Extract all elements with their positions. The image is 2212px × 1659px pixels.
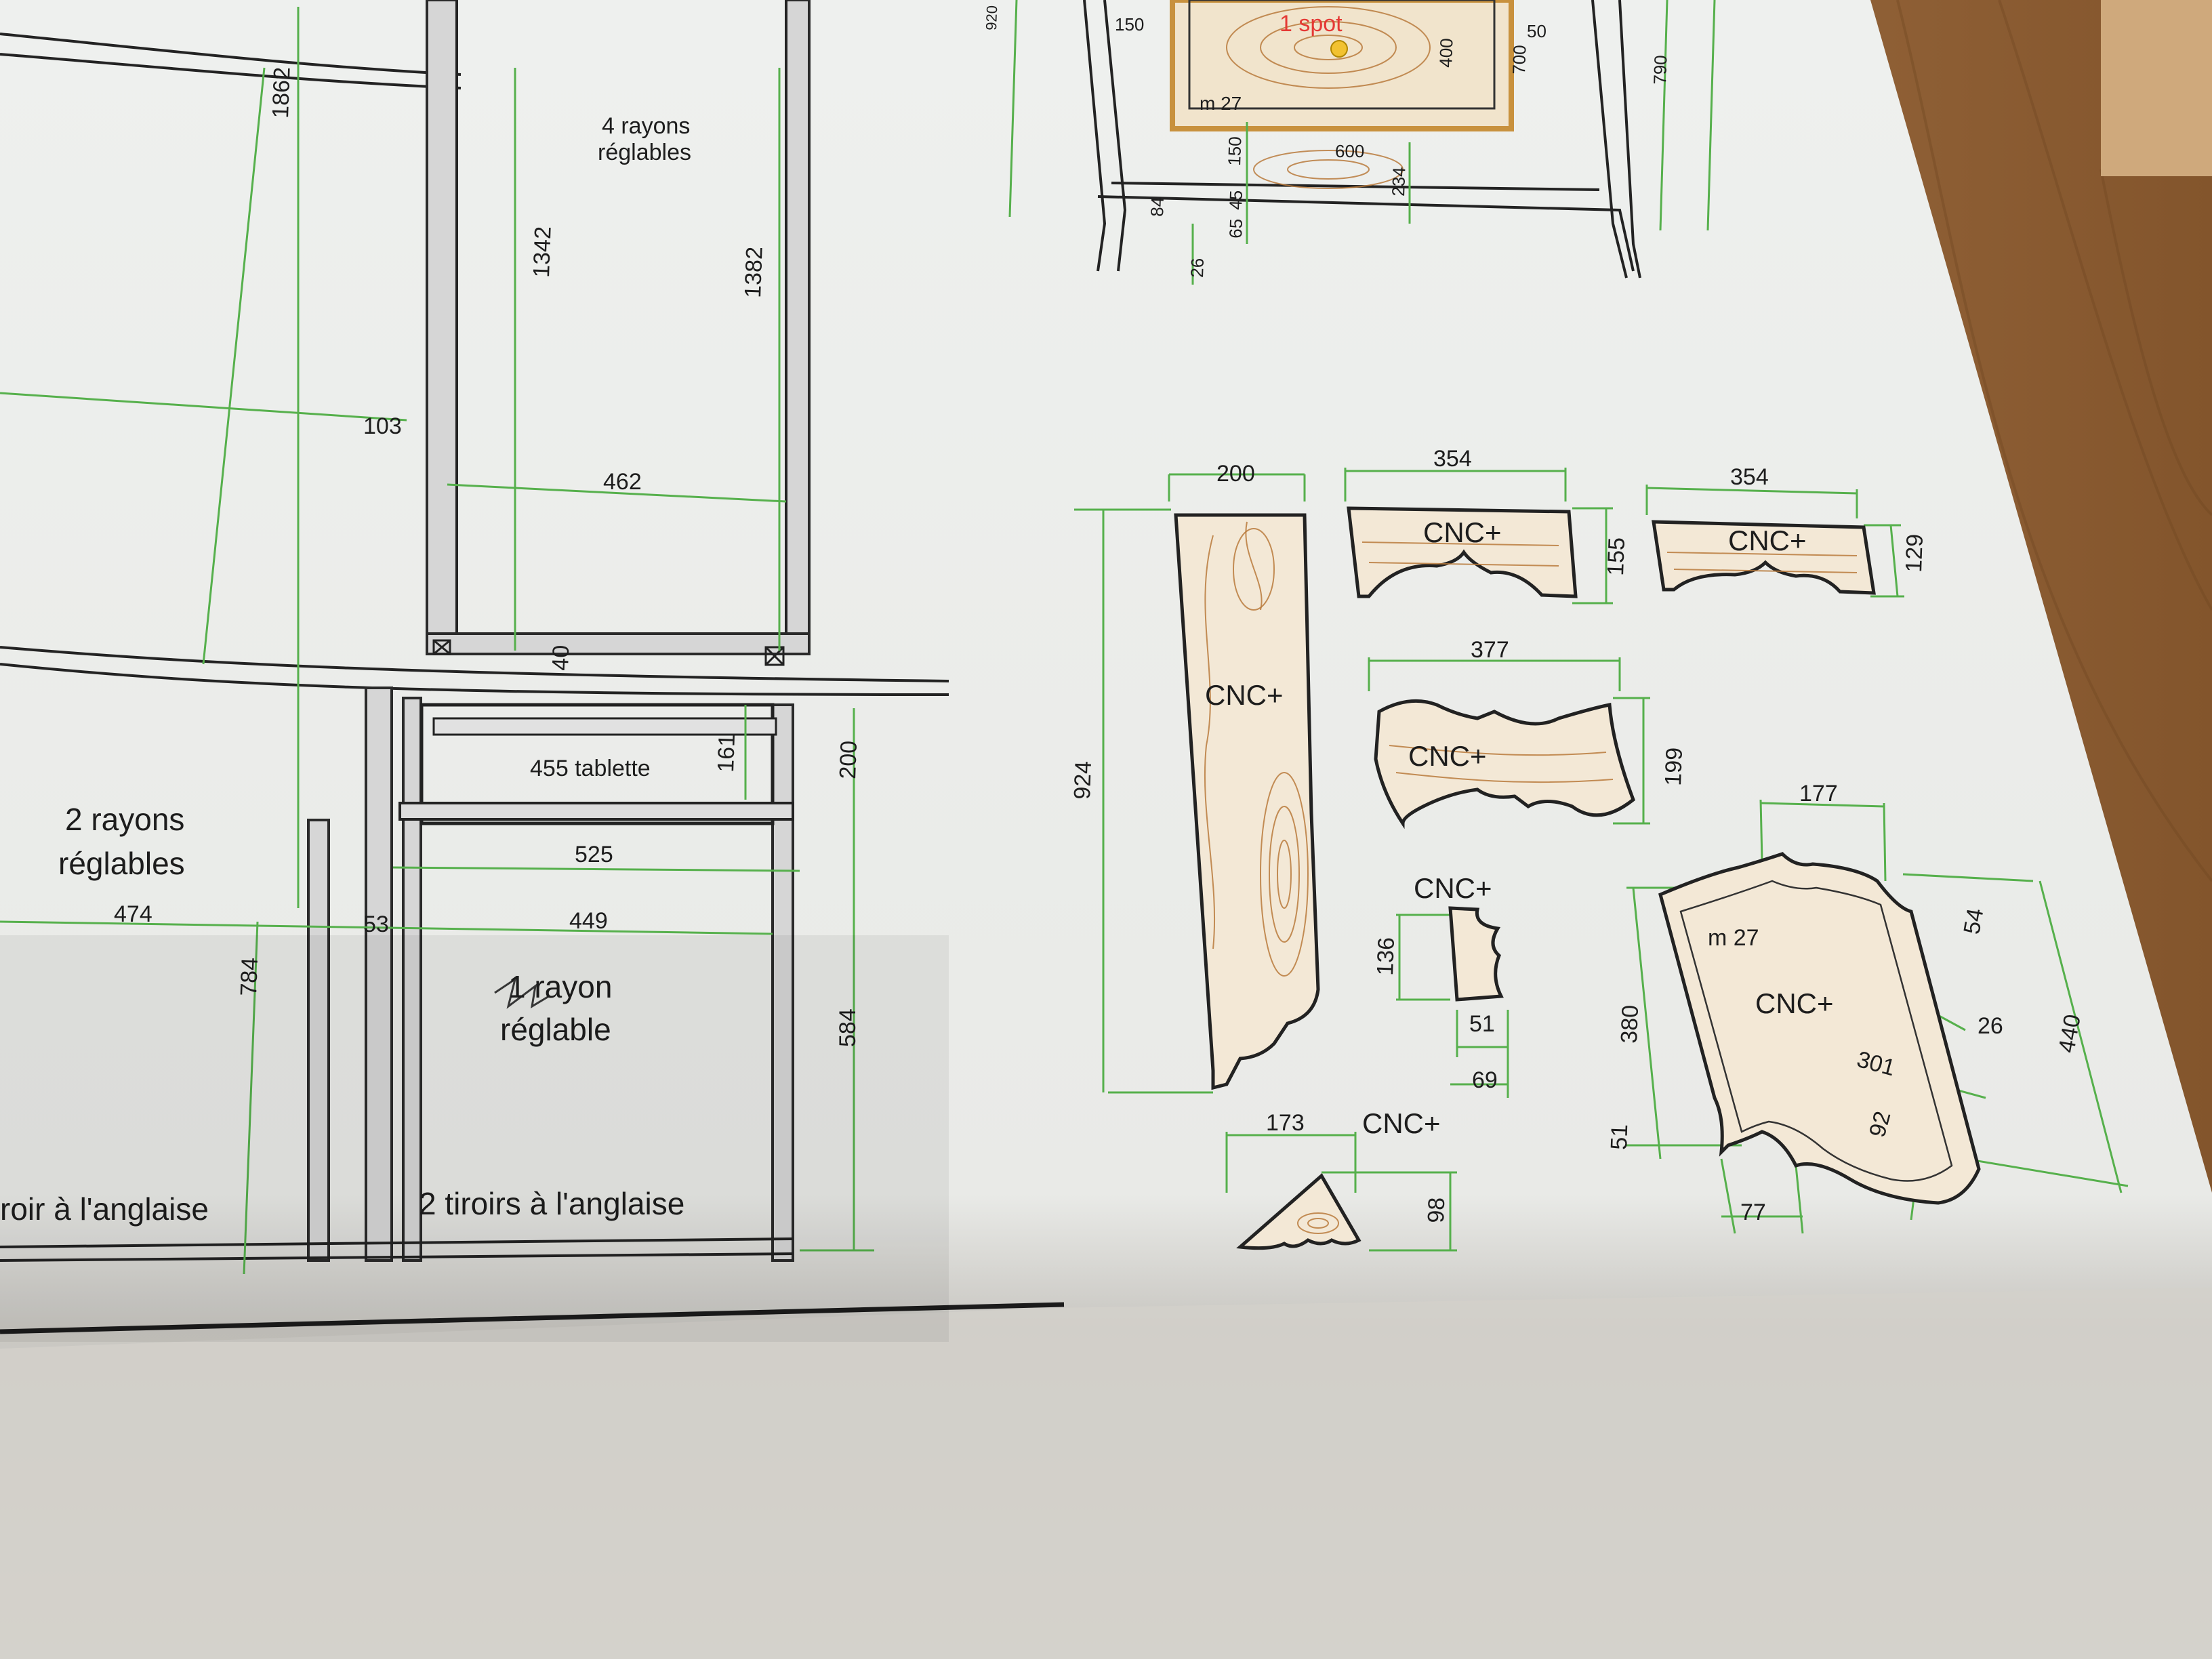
- frame-dim-26: 26: [1978, 1013, 2003, 1039]
- post-height: 924: [1069, 760, 1097, 800]
- dim-462: 462: [603, 469, 642, 495]
- fold-line: [0, 1302, 1065, 1334]
- center-shelf-label-2: réglables: [598, 140, 691, 165]
- cabinet-elevation: [0, 0, 949, 1262]
- rail-a-height: 155: [1603, 537, 1630, 576]
- center-shelf-single-1: 1 rayon: [508, 969, 612, 1004]
- rail-b-height: 129: [1901, 533, 1928, 573]
- dim-53: 53: [363, 912, 389, 937]
- left-drawer-label: roir à l'anglaise: [0, 1191, 209, 1227]
- triangle-width: 173: [1266, 1110, 1305, 1136]
- tablette-label: 455 tablette: [530, 756, 651, 781]
- post-cnc-label: CNC+: [1205, 679, 1284, 711]
- rail-b-cnc-label: CNC+: [1728, 525, 1807, 556]
- part-small-block: 136 51 69 CNC+: [1372, 872, 1509, 1098]
- dim-474: 474: [114, 901, 152, 927]
- part-triangle: 173 98 CNC+: [1225, 1107, 1457, 1252]
- block-depth-b: 69: [1472, 1067, 1498, 1093]
- part-frame: m 27 CNC+ 177 54 380 26 440 301 92 51 77: [1606, 781, 2129, 1234]
- rail-b-width: 354: [1730, 464, 1769, 490]
- center-shelf-single-2: réglable: [500, 1012, 611, 1047]
- dim-234: 234: [1388, 167, 1409, 197]
- dim-103: 103: [363, 413, 402, 439]
- dim-700: 700: [1509, 45, 1530, 75]
- dim-920: 920: [983, 5, 1000, 31]
- cabinet-labels: 1862 103 474 784 53 2 rayons réglables r…: [0, 66, 862, 1227]
- bracket-width: 377: [1471, 637, 1509, 663]
- triangle-cnc-label: CNC+: [1362, 1107, 1441, 1139]
- left-shelf-label-2: réglables: [58, 846, 185, 881]
- frame-dim-51: 51: [1606, 1124, 1633, 1150]
- rail-a-width: 354: [1433, 446, 1472, 472]
- dim-84: 84: [1147, 197, 1168, 217]
- top-m27-label: m 27: [1200, 93, 1242, 114]
- dim-790: 790: [1650, 55, 1671, 85]
- post-width: 200: [1216, 461, 1255, 487]
- frame-dim-177: 177: [1799, 781, 1838, 806]
- dim-784: 784: [236, 957, 263, 996]
- block-height: 136: [1372, 937, 1399, 976]
- dim-50: 50: [1527, 21, 1547, 41]
- frame-dim-380: 380: [1616, 1004, 1643, 1044]
- triangle-height: 98: [1423, 1197, 1450, 1223]
- frame-m-label: m 27: [1708, 925, 1759, 951]
- frame-dim-77: 77: [1740, 1200, 1766, 1225]
- center-drawer-label: 2 tiroirs à l'anglaise: [419, 1186, 684, 1221]
- rail-a-cnc-label: CNC+: [1423, 516, 1502, 548]
- part-bracket: 377 199 CNC+: [1368, 637, 1687, 830]
- left-shelf-label-1: 2 rayons: [65, 802, 184, 837]
- top-detail: 920 150 50 400 700 790 150 600 84 45 65 …: [983, 0, 1716, 285]
- dim-584: 584: [835, 1008, 861, 1047]
- bracket-cnc-label: CNC+: [1408, 740, 1487, 772]
- part-rail-b: 354 129 CNC+: [1645, 464, 1928, 598]
- frame-cnc-label: CNC+: [1755, 987, 1834, 1019]
- dim-600: 600: [1335, 141, 1364, 161]
- dim-40: 40: [548, 644, 574, 671]
- dim-150-mid: 150: [1224, 136, 1245, 166]
- dim-525: 525: [575, 842, 613, 867]
- dim-150-top: 150: [1115, 14, 1144, 35]
- bracket-height: 199: [1660, 747, 1687, 786]
- dim-1382: 1382: [740, 246, 768, 298]
- paper-fold-shadow: [0, 1288, 2212, 1659]
- block-cnc-label: CNC+: [1414, 872, 1492, 904]
- cnc-parts: 200 924 CNC+ 354 155 CNC+: [1069, 446, 2129, 1252]
- dim-200-center: 200: [835, 740, 862, 779]
- part-rail-a: 354 155 CNC+: [1344, 446, 1630, 605]
- cabinet-dimension-lines: [0, 7, 874, 1275]
- spot-marker: [1330, 40, 1348, 58]
- part-post: 200 924 CNC+: [1069, 461, 1320, 1094]
- dim-26-top: 26: [1187, 258, 1208, 278]
- dim-161: 161: [713, 733, 740, 773]
- center-shelf-label-1: 4 rayons: [602, 113, 690, 139]
- wood-board-edge: [2101, 0, 2212, 176]
- dim-45: 45: [1225, 190, 1246, 210]
- table-grain: [1896, 0, 2212, 882]
- dim-65: 65: [1225, 218, 1246, 239]
- dim-1862: 1862: [268, 66, 295, 119]
- dim-1342: 1342: [529, 226, 556, 278]
- lighting-shadow: [0, 935, 949, 1342]
- frame-dim-54: 54: [1959, 907, 1988, 937]
- spot-label: 1 spot: [1279, 11, 1343, 37]
- dim-400: 400: [1435, 38, 1456, 68]
- block-depth-a: 51: [1469, 1011, 1495, 1037]
- dim-449: 449: [569, 908, 608, 934]
